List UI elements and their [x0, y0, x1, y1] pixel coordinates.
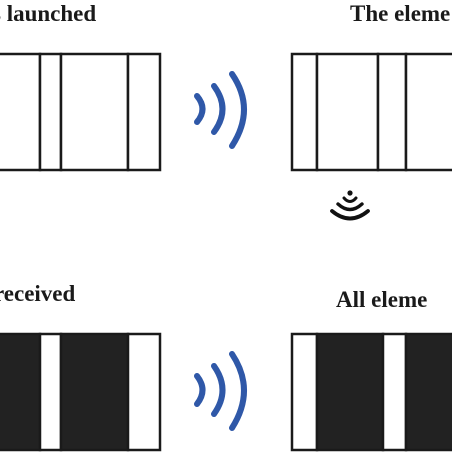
- bottom-left-caption: received: [0, 281, 76, 306]
- panel-segment: [315, 332, 385, 452]
- panel-segment: [38, 332, 63, 452]
- panel-segment: [290, 332, 319, 452]
- panel-segment: [0, 52, 42, 172]
- receiver-signal-icon: [330, 190, 370, 221]
- panel-bottom-left: [0, 332, 162, 452]
- panel-segment: [126, 332, 162, 452]
- panel-segment: [126, 52, 162, 172]
- panel-segment: [315, 52, 380, 172]
- top-left-caption: s launched: [0, 1, 97, 26]
- panel-segment: [404, 332, 452, 452]
- panel-segment: [0, 332, 42, 452]
- wireless-signal-icon: [194, 71, 247, 149]
- panel-segment: [59, 332, 130, 452]
- panel-top-right: [290, 52, 452, 172]
- wireless-signal-icon: [194, 351, 247, 431]
- bottom-right-caption: All eleme: [336, 287, 428, 312]
- panel-segment: [290, 52, 319, 172]
- panel-segment: [381, 332, 408, 452]
- panel-bottom-right: [290, 332, 452, 452]
- panel-segment: [38, 52, 63, 172]
- panel-top-left: [0, 52, 162, 172]
- top-right-caption: The eleme: [350, 1, 451, 26]
- panel-segment: [59, 52, 130, 172]
- panel-segment: [404, 52, 452, 172]
- panel-segment: [376, 52, 408, 172]
